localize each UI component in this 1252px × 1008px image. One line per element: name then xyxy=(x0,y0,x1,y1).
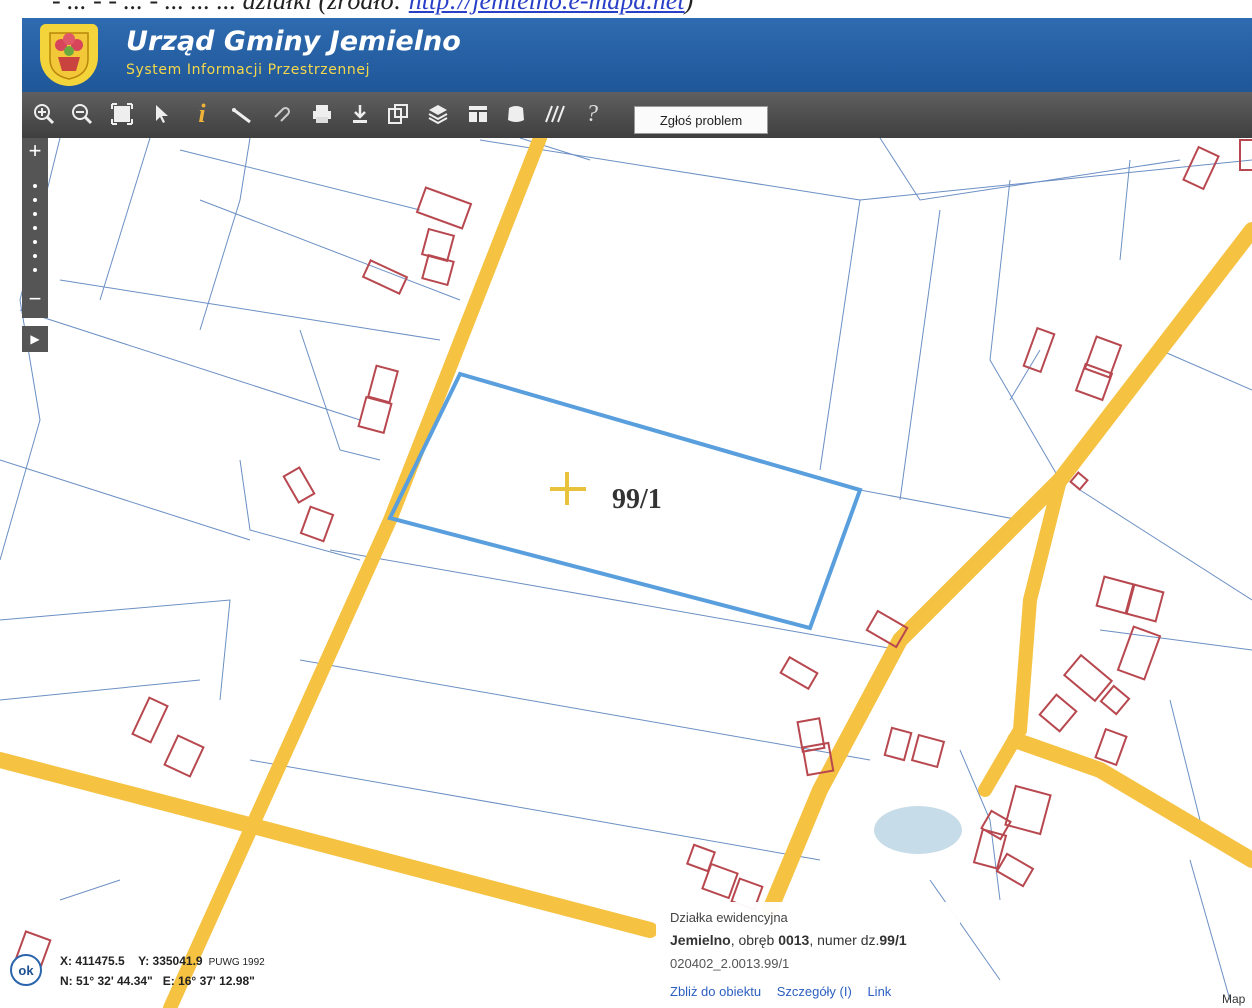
popup-links: Zbliż do obiektu Szczegóły (I) Link xyxy=(670,984,903,999)
permalink-link[interactable]: Link xyxy=(867,984,892,999)
coord-x: X: 411475.5 xyxy=(60,954,125,968)
municipality-crest-icon xyxy=(40,24,98,86)
selected-parcel-outline xyxy=(387,371,863,631)
coord-y: Y: 335041.9 xyxy=(138,954,203,968)
cadastral-lines xyxy=(0,138,1252,1001)
zoom-level-dot[interactable] xyxy=(33,254,37,258)
pond xyxy=(874,806,962,854)
figure-caption: - ... - - ... - ... ... ... działki (źró… xyxy=(52,0,1252,18)
parcel-info-popup: Działka ewidencyjna Jemielno, obręb 0013… xyxy=(656,902,960,1008)
app-subtitle: System Informacji Przestrzennej xyxy=(126,62,371,78)
coord-n: N: 51° 32' 44.34" xyxy=(60,974,153,988)
map-canvas[interactable] xyxy=(0,138,1252,1008)
expand-panel-icon[interactable]: ▶ xyxy=(22,326,48,352)
buildings xyxy=(14,139,1252,970)
zoom-out-icon[interactable] xyxy=(66,98,98,130)
coordinate-latlon: N: 51° 32' 44.34" E: 16° 37' 12.98" xyxy=(60,974,255,988)
parcel-center-marker xyxy=(550,472,586,505)
link-icon[interactable] xyxy=(266,98,298,130)
zoom-level-dot[interactable] xyxy=(33,226,37,230)
zoom-level-dot[interactable] xyxy=(33,268,37,272)
print-icon[interactable] xyxy=(306,98,338,130)
full-extent-icon[interactable] xyxy=(106,98,138,130)
select-pointer-icon[interactable] xyxy=(146,98,178,130)
hatch-icon[interactable] xyxy=(538,98,570,130)
caption-suffix: ) xyxy=(684,0,694,15)
parcel-number-label: 99/1 xyxy=(612,484,662,515)
coordinate-xy: X: 411475.5 Y: 335041.9 PUWG 1992 xyxy=(60,954,265,968)
info-icon[interactable]: i xyxy=(198,99,206,128)
ok-button[interactable]: ok xyxy=(10,954,42,986)
popup-precinct-prefix: , obręb xyxy=(730,932,779,948)
legend-icon[interactable] xyxy=(462,98,494,130)
zoom-level-dot[interactable] xyxy=(33,212,37,216)
map-footer-text: Map xyxy=(1222,992,1246,1006)
details-link[interactable]: Szczegóły (I) xyxy=(776,984,852,999)
zoom-slider[interactable]: + − xyxy=(22,138,48,318)
popup-type-label: Działka ewidencyjna xyxy=(670,910,788,925)
caption-link[interactable]: http://jemielno.e-mapa.net xyxy=(408,0,685,15)
zoom-in-icon[interactable] xyxy=(28,98,60,130)
zoom-out-small-icon[interactable]: − xyxy=(28,286,42,311)
popup-number: 99/1 xyxy=(879,932,907,948)
measure-icon[interactable] xyxy=(226,98,258,130)
report-problem-button[interactable]: Zgłoś problem xyxy=(634,106,768,134)
projection-label: PUWG 1992 xyxy=(208,957,265,968)
help-icon[interactable]: ? xyxy=(586,100,598,127)
zoom-level-dot[interactable] xyxy=(33,240,37,244)
coordinate-readout: ok X: 411475.5 Y: 335041.9 PUWG 1992 N: 5… xyxy=(10,950,370,1000)
app-header: Urząd Gminy Jemielno System Informacji P… xyxy=(22,18,1252,92)
map-toolbar: i ? Zgłoś problem xyxy=(22,92,1252,138)
popup-precinct: 0013 xyxy=(778,932,810,948)
caption-text: - ... - - ... - ... ... ... działki (źró… xyxy=(52,0,409,15)
popup-number-prefix: , numer dz. xyxy=(809,932,880,948)
popup-place: Jemielno xyxy=(670,932,731,948)
zoom-in-small-icon[interactable]: + xyxy=(28,138,42,163)
download-icon[interactable] xyxy=(344,98,376,130)
app-title: Urząd Gminy Jemielno xyxy=(126,26,461,57)
popup-parcel-description: Jemielno, obręb 0013, numer dz.99/1 xyxy=(670,932,907,948)
zoom-to-object-link[interactable]: Zbliż do obiektu xyxy=(670,984,762,999)
shape-icon[interactable] xyxy=(500,98,532,130)
coord-e: E: 16° 37' 12.98" xyxy=(162,974,255,988)
export-icon[interactable] xyxy=(382,98,414,130)
zoom-level-dot[interactable] xyxy=(33,184,37,188)
popup-parcel-id: 020402_2.0013.99/1 xyxy=(670,956,790,971)
zoom-level-dot[interactable] xyxy=(33,198,37,202)
layers-icon[interactable] xyxy=(422,98,454,130)
roads xyxy=(0,138,1252,1008)
